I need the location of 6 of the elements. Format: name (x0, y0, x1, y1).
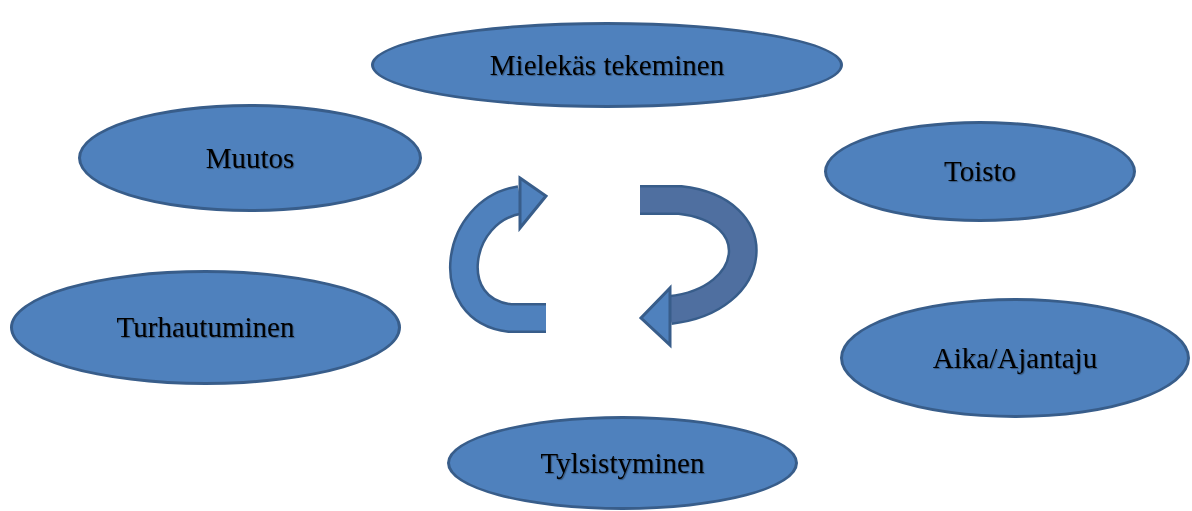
node-label: Turhautuminen (116, 311, 295, 344)
node-label: Aika/Ajantaju (932, 341, 1098, 375)
node-label: Mielekäs tekeminen (489, 48, 725, 82)
node-label: Muutos (205, 141, 295, 175)
node-label: Toisto (943, 155, 1017, 188)
node-label: Tylsistyminen (540, 446, 705, 480)
